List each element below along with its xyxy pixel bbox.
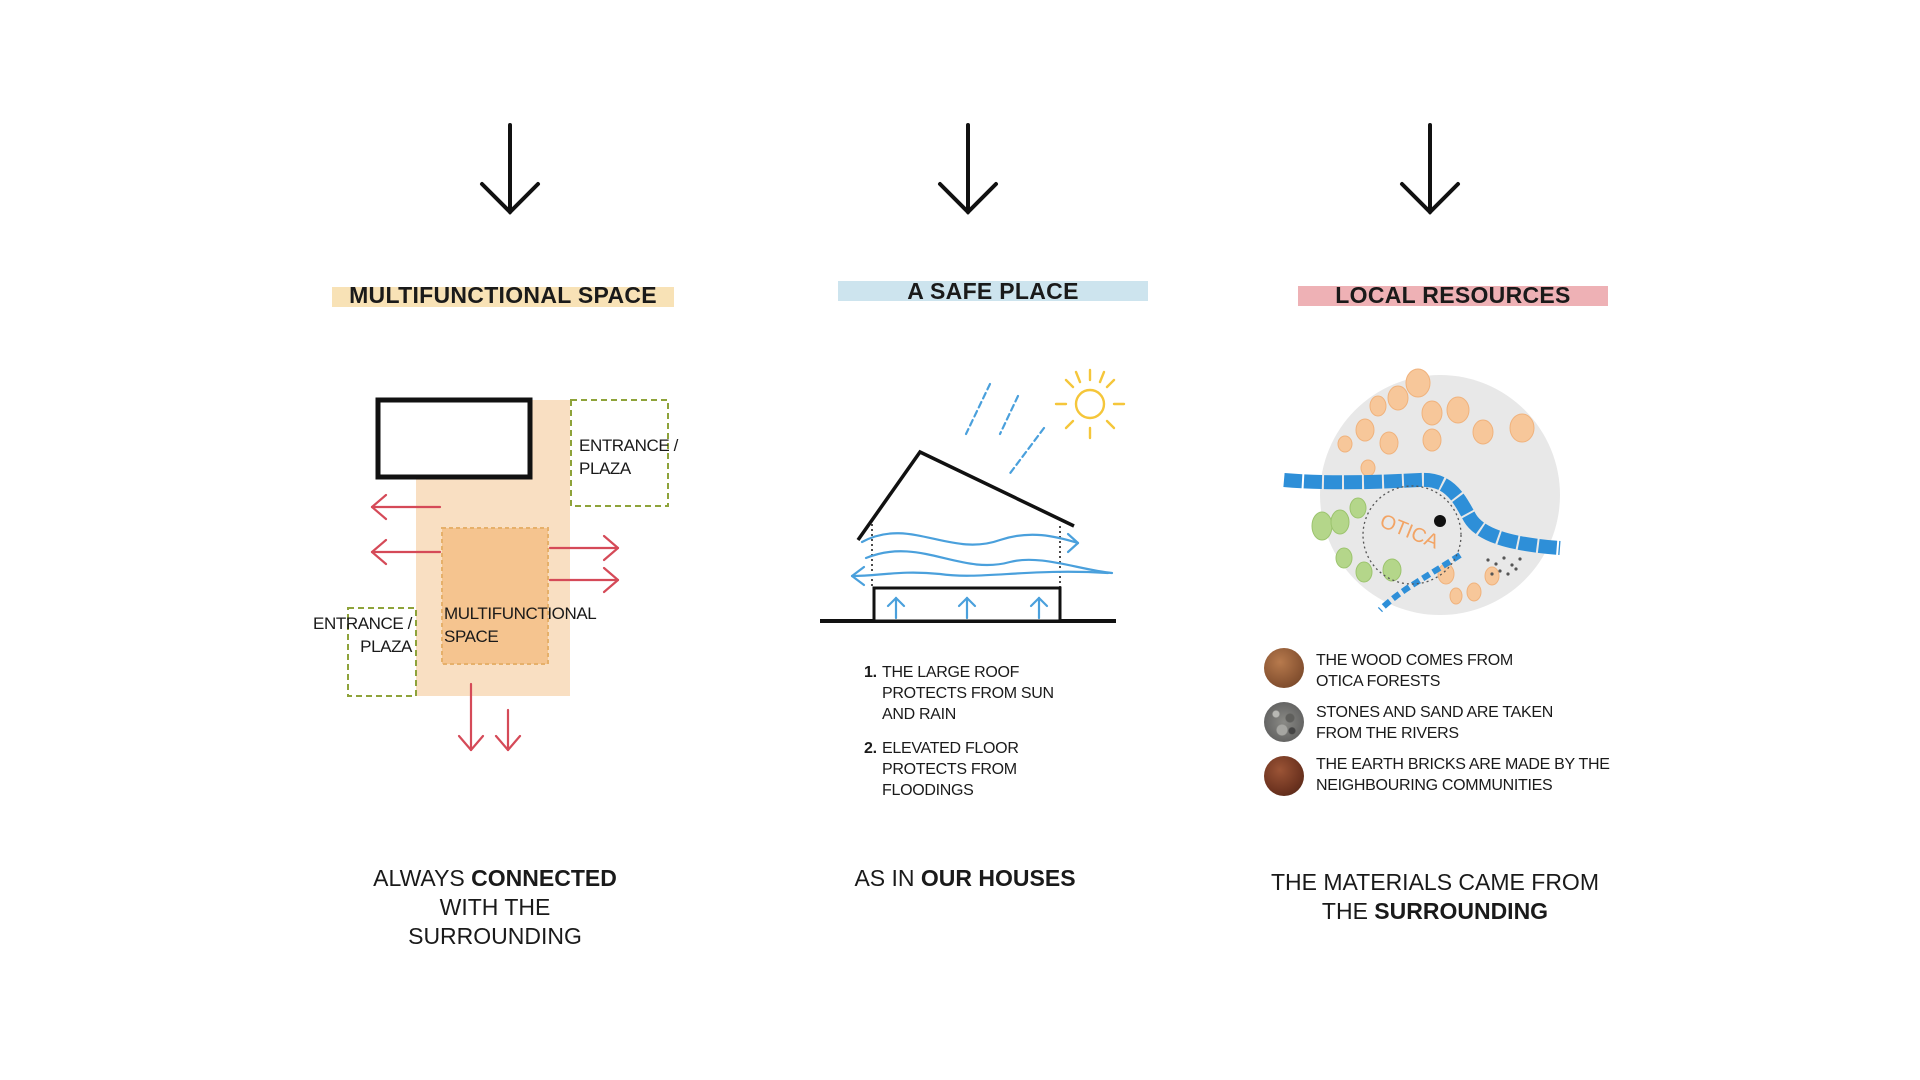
wood-swatch [1264,648,1304,688]
caption-materials: THE MATERIALS CAME FROM THE SURROUNDING [1250,868,1620,926]
caption-emphasis: OUR HOUSES [920,865,1076,891]
caption-emphasis: CONNECTED [471,865,617,891]
down-arrow-icon [938,123,998,215]
label-line: PLAZA [579,459,631,478]
rain-icon [964,382,1046,478]
caption-emphasis: SURROUNDING [1374,898,1549,924]
heading-text: A SAFE PLACE [907,278,1079,304]
heading-highlight [838,281,1148,301]
building-block [375,397,533,480]
red-arrows [370,493,620,752]
heading-multifunctional-space: MULTIFUNCTIONAL SPACE [332,282,674,309]
caption-connected: ALWAYS CONNECTED WITH THE SURROUNDING [330,864,660,951]
material-earth: THE EARTH BRICKS ARE MADE BY THE NEIGHBO… [1316,754,1610,796]
site-marker-icon [1434,515,1446,527]
entrance-label-left: ENTRANCE / PLAZA [305,612,412,658]
down-arrow-icon [480,123,540,215]
material-line: NEIGHBOURING COMMUNITIES [1316,777,1553,794]
core-label: MULTIFUNCTIONAL SPACE [444,602,597,648]
material-line: OTICA FORESTS [1316,673,1441,690]
sand-dots [1486,556,1522,576]
entrance-plaza-top [570,399,669,507]
entrance-label-top: ENTRANCE / PLAZA [579,434,678,480]
note-line: PROTECTS FROM SUN [882,685,1054,702]
caption-text: SURROUNDING [408,923,582,949]
label-line: MULTIFUNCTIONAL [444,604,597,623]
label-line: PLAZA [360,637,412,656]
caption-text: WITH THE [439,894,551,920]
note-number: 2. [864,740,877,757]
heading-highlight [1298,286,1608,306]
material-stone: STONES AND SAND ARE TAKEN FROM THE RIVER… [1316,702,1553,744]
flood-arrows [886,596,1049,620]
note-number: 1. [864,664,877,681]
label-line: ENTRANCE / [579,436,678,455]
note-line: THE LARGE ROOF [882,664,1020,681]
heading-highlight [332,287,674,307]
caption-text: THE [1321,898,1375,924]
note-line: PROTECTS FROM [882,761,1017,778]
down-arrow-icon [1400,123,1460,215]
otica-boundary [1362,485,1462,585]
material-line: THE WOOD COMES FROM [1316,652,1513,669]
caption-text: AS IN [854,865,921,891]
sun-icon [1054,368,1126,440]
orange-trees [1337,368,1535,605]
caption-houses: AS IN OUR HOUSES [800,864,1130,893]
note-roof: 1. THE LARGE ROOF PROTECTS FROM SUN AND R… [864,662,1054,725]
roof-outline [856,449,1075,542]
airflow-arrows [850,532,1114,587]
material-line: THE EARTH BRICKS ARE MADE BY THE [1316,756,1610,773]
caption-text: ALWAYS [373,865,472,891]
heading-local-resources: LOCAL RESOURCES [1298,282,1608,309]
stone-swatch [1264,702,1304,742]
note-line: FLOODINGS [882,782,974,799]
material-line: FROM THE RIVERS [1316,725,1459,742]
heading-text: MULTIFUNCTIONAL SPACE [349,282,657,308]
label-line: ENTRANCE / [313,614,412,633]
note-floor: 2. ELEVATED FLOOR PROTECTS FROM FLOODINGS [864,738,1019,801]
earth-swatch [1264,756,1304,796]
heading-text: LOCAL RESOURCES [1335,282,1571,308]
green-trees [1311,497,1402,583]
label-line: SPACE [444,627,499,646]
caption-text: THE MATERIALS CAME FROM [1271,869,1599,895]
note-line: ELEVATED FLOOR [882,740,1019,757]
heading-safe-place: A SAFE PLACE [838,278,1148,305]
entrance-plaza-left [347,607,417,697]
river-icon [1283,472,1561,613]
material-wood: THE WOOD COMES FROM OTICA FORESTS [1316,650,1513,692]
note-line: AND RAIN [882,706,957,723]
multifunctional-core [441,527,549,665]
material-line: STONES AND SAND ARE TAKEN [1316,704,1554,721]
